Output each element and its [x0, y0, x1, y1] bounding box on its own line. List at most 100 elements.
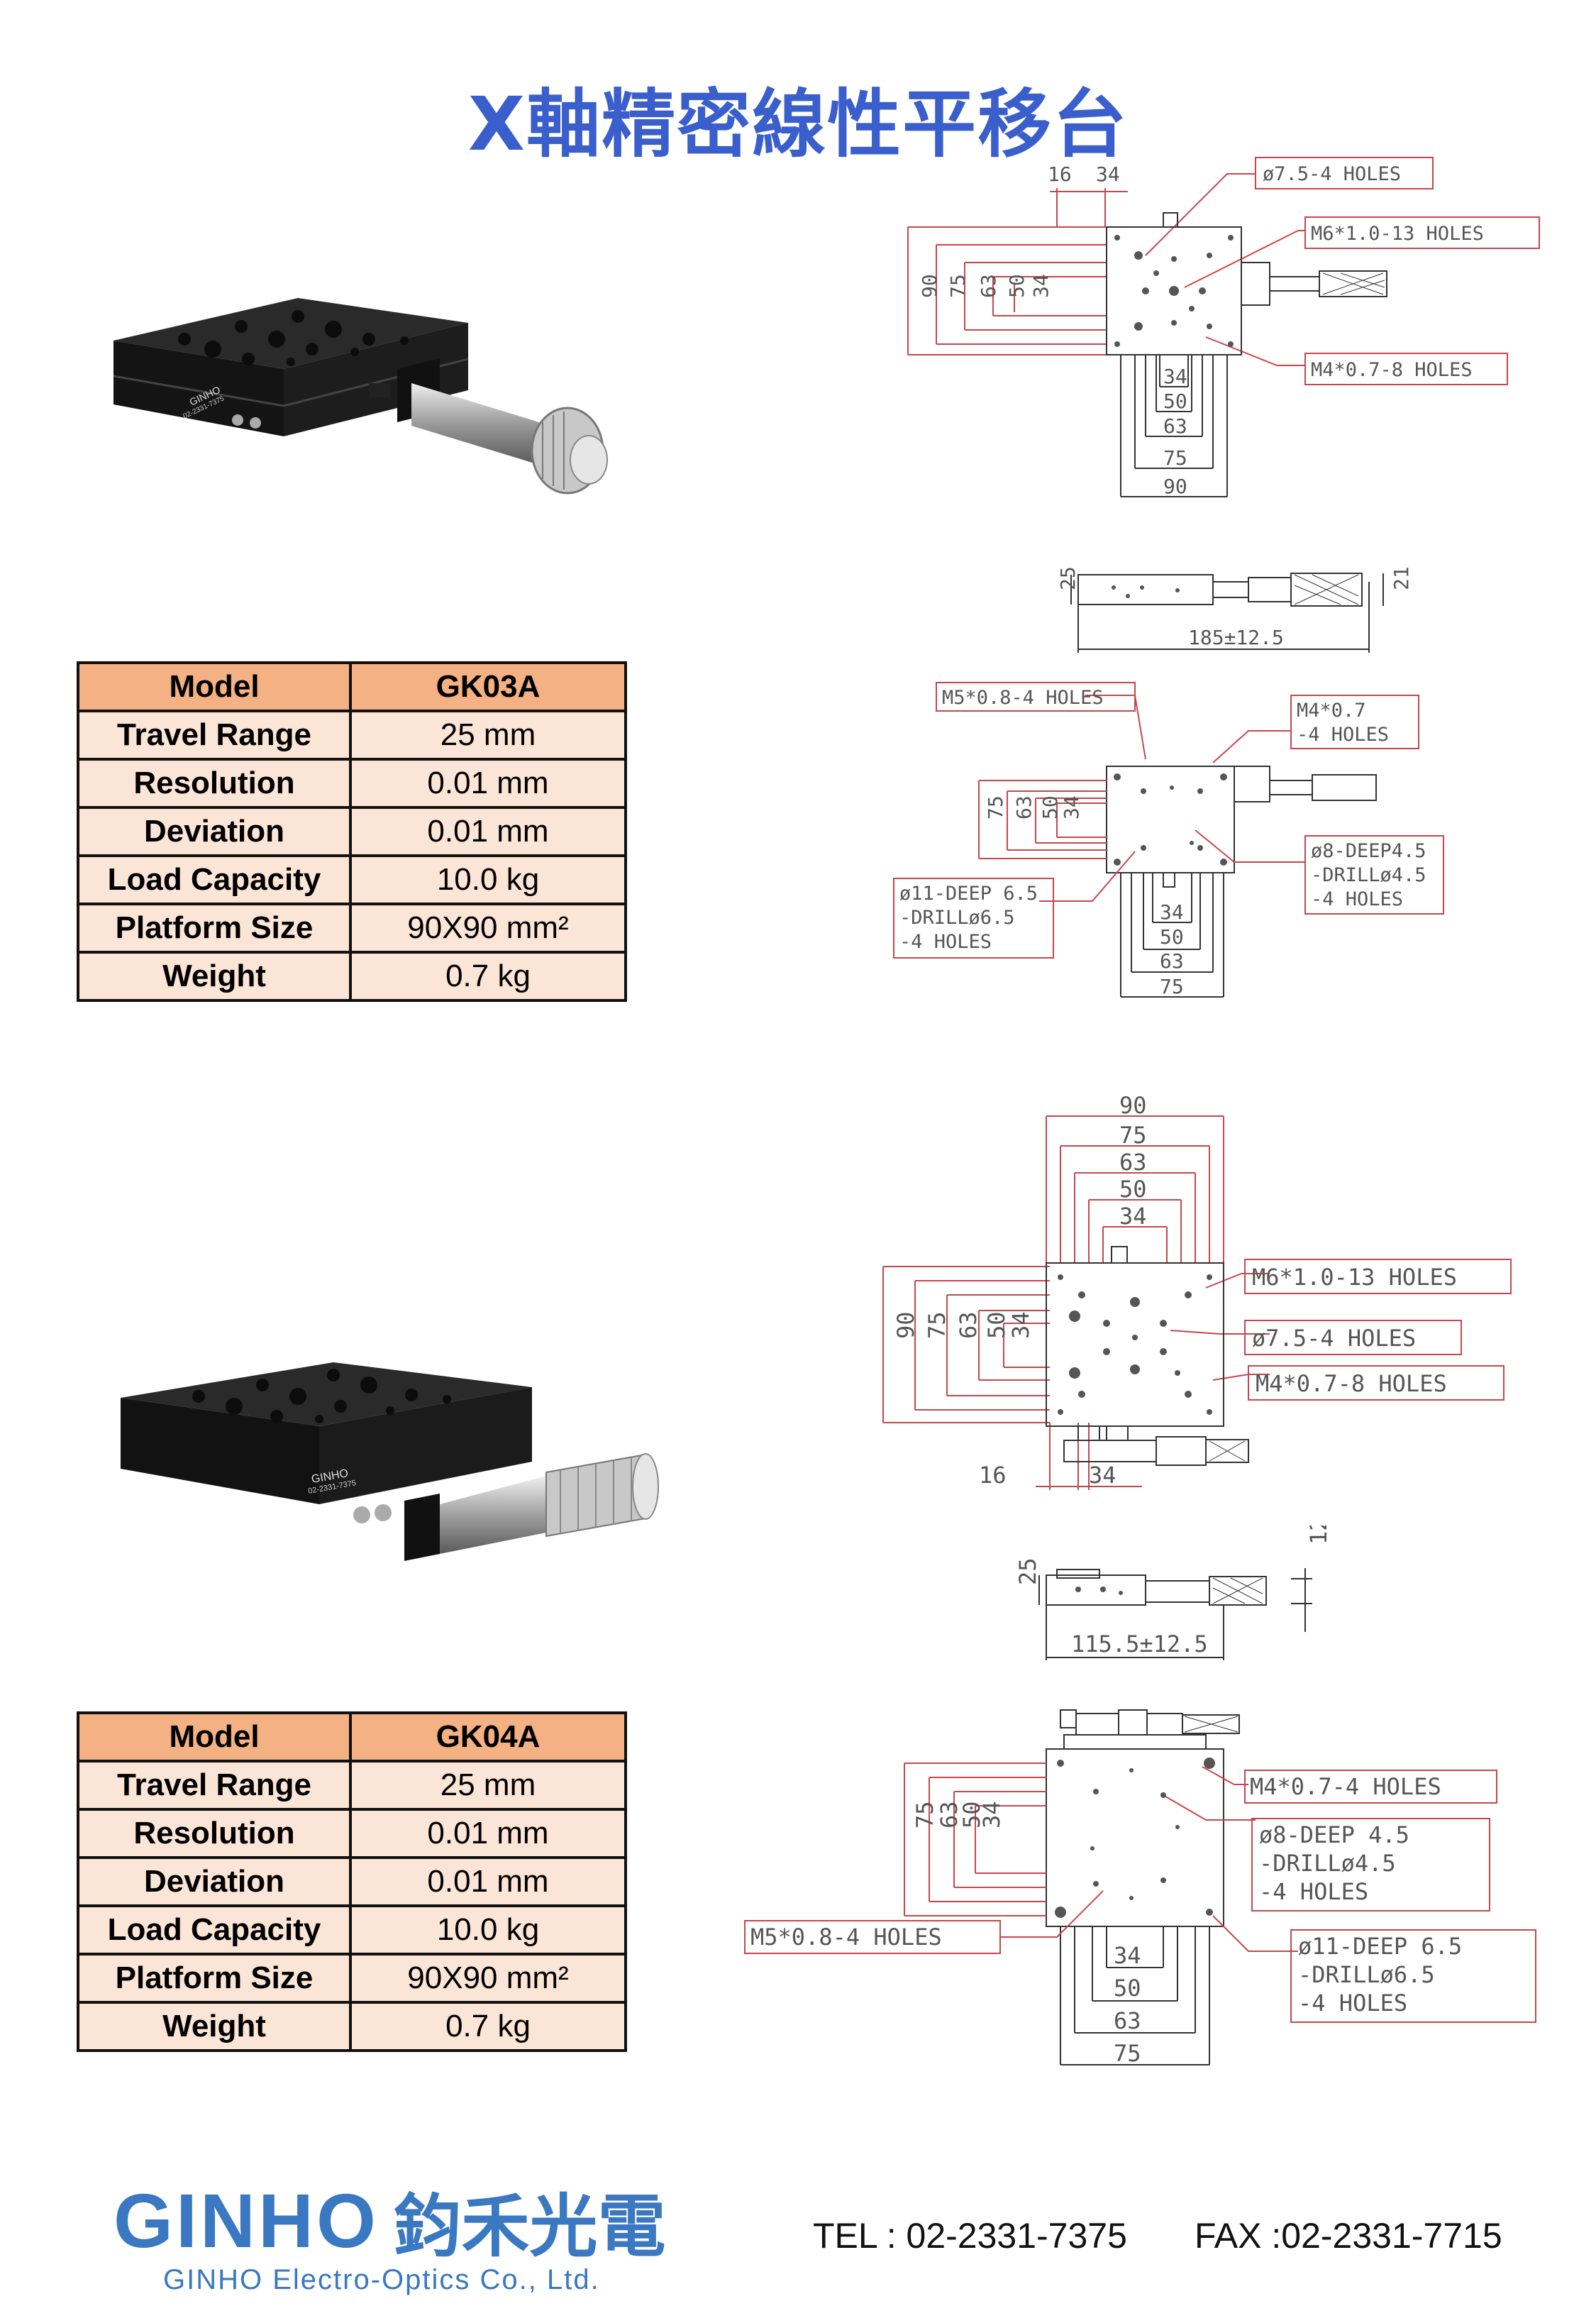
- dim-top: 90: [1119, 1092, 1147, 1119]
- logo-cjk-text: 鈞禾光電: [393, 2187, 666, 2266]
- dim-left: 75: [911, 1801, 938, 1828]
- callout-m4: M4*0.7-4 HOLES: [1250, 1773, 1441, 1800]
- drawing-bottom-view-gk03a: 75 63 50 34 34 50 63 75 M5*0.8-4 HOLES M…: [893, 682, 1444, 998]
- drawing-top-view-gk04a: 90 75 63 50 34 90 75 63 50 34 16 34 M6*1…: [882, 1092, 1512, 1490]
- callout-m4: M4*0.7-8 HOLES: [1311, 359, 1473, 381]
- row-label: Load Capacity: [77, 854, 352, 905]
- row-value: 0.01 mm: [349, 758, 627, 809]
- row-label: Deviation: [77, 1856, 352, 1907]
- dim-left: 50: [983, 1311, 1010, 1339]
- row-value: 90X90 mm²: [349, 1953, 627, 2004]
- row-label: Resolution: [77, 1808, 352, 1859]
- dim-left: 75: [984, 795, 1007, 820]
- dim-bottom: 63: [1114, 2007, 1141, 2034]
- dim-bottom: 34: [1160, 900, 1184, 924]
- dim-left: 63: [1012, 795, 1036, 820]
- dim-bottom: 75: [1114, 2040, 1141, 2067]
- contact-fax: FAX :02-2331-7715: [1195, 2216, 1502, 2256]
- dim-bottom: 34: [1089, 1462, 1116, 1489]
- callout-c8-line1: ø8-DEEP 4.5: [1259, 1821, 1409, 1848]
- callout-hole-75: ø7.5-4 HOLES: [1263, 163, 1401, 185]
- callout-m5: M5*0.8-4 HOLES: [942, 687, 1104, 709]
- callout-c11-line3: -4 HOLES: [1298, 1990, 1407, 2017]
- drawing-side-view-gk03a: 25 185±12.5 21: [1056, 566, 1413, 653]
- dim-left: 34: [1007, 1311, 1034, 1339]
- callout-c8-line2: -DRILLø4.5: [1311, 864, 1426, 886]
- callout-c8-line2: -DRILLø4.5: [1259, 1850, 1396, 1877]
- dim-top: 34: [1096, 162, 1120, 186]
- logo-wordmark: GINHO: [113, 2178, 379, 2263]
- dim-bottom: 34: [1114, 1942, 1141, 1969]
- dim-bottom: 16: [979, 1462, 1007, 1489]
- row-label: Load Capacity: [77, 1904, 352, 1955]
- dim-left: 34: [978, 1801, 1005, 1828]
- table-header-label: Model: [77, 661, 352, 712]
- dim-bottom: 50: [1114, 1975, 1141, 2002]
- dim-side-length: 115.5±12.5: [1071, 1631, 1208, 1657]
- dim-bottom: 50: [1163, 390, 1187, 413]
- dim-bottom: 50: [1160, 925, 1184, 949]
- dim-bottom: 75: [1163, 446, 1187, 470]
- table-header-model: GK04A: [349, 1711, 627, 1762]
- dim-bottom: 63: [1163, 414, 1187, 438]
- dim-bottom: 75: [1160, 975, 1184, 998]
- product-photo-gk03a: GINHO 02-2331-7375: [113, 298, 608, 495]
- callout-c8-line3: -4 HOLES: [1311, 888, 1403, 910]
- row-value: 25 mm: [349, 1760, 627, 1811]
- row-label: Weight: [77, 2001, 352, 2052]
- page-title: X軸精密線性平移台: [467, 81, 1129, 167]
- dim-left: 63: [936, 1801, 963, 1828]
- table-header-row: Model GK04A: [77, 1711, 627, 1762]
- dim-side-knob: 21: [1390, 566, 1413, 590]
- dim-top: 34: [1119, 1203, 1147, 1230]
- dim-left: 90: [892, 1311, 919, 1339]
- dim-top: 50: [1119, 1176, 1147, 1203]
- dim-top: 63: [1119, 1149, 1147, 1176]
- dim-left: 34: [1029, 274, 1053, 298]
- row-value: 90X90 mm²: [349, 903, 627, 954]
- dim-side-knob: 12: [1305, 1526, 1332, 1545]
- product-photo-gk04a: GINHO 02-2331-7375: [121, 1362, 659, 1561]
- callout-m5: M5*0.8-4 HOLES: [750, 1924, 942, 1951]
- callout-m6: M6*1.0-13 HOLES: [1252, 1264, 1457, 1291]
- row-value: 0.7 kg: [349, 951, 627, 1002]
- dim-left: 63: [955, 1311, 982, 1339]
- row-label: Deviation: [77, 806, 352, 857]
- company-logo: GINHO 鈞禾光電 GINHO Electro-Optics Co., Ltd…: [113, 2171, 665, 2296]
- row-value: 0.01 mm: [349, 1856, 627, 1907]
- dim-side-height: 25: [1056, 566, 1080, 590]
- table-header-model: GK03A: [349, 661, 627, 712]
- row-label: Platform Size: [77, 903, 352, 954]
- callout-m4-line2: -4 HOLES: [1297, 724, 1389, 746]
- row-label: Resolution: [77, 758, 352, 809]
- table-header-label: Model: [77, 1711, 352, 1762]
- row-value: 10.0 kg: [349, 854, 627, 905]
- dim-left: 50: [958, 1801, 985, 1828]
- dim-left: 75: [946, 274, 970, 298]
- callout-c11-line2: -DRILLø6.5: [899, 907, 1015, 929]
- drawing-top-view-gk03a: 16 34 90 75 63 50 34 34 50 63 75 90 ø7.5…: [907, 157, 1540, 498]
- callout-c11-line2: -DRILLø6.5: [1298, 1961, 1435, 1988]
- dim-top: 16: [1048, 162, 1072, 186]
- drawing-bottom-view-gk04a: 75 63 50 34 34 50 63 75 M4*0.7-4 HOLES ø…: [744, 1709, 1536, 2067]
- contact-tel: TEL : 02-2331-7375: [813, 2216, 1127, 2256]
- callout-m6: M6*1.0-13 HOLES: [1311, 223, 1484, 245]
- callout-c8-line1: ø8-DEEP4.5: [1311, 840, 1426, 862]
- dim-left: 90: [918, 274, 941, 298]
- table-header-row: Model GK03A: [77, 661, 627, 712]
- row-value: 0.7 kg: [349, 2001, 627, 2052]
- row-label: Platform Size: [77, 1953, 352, 2004]
- callout-c11-line3: -4 HOLES: [899, 931, 992, 953]
- row-label: Travel Range: [77, 1760, 352, 1811]
